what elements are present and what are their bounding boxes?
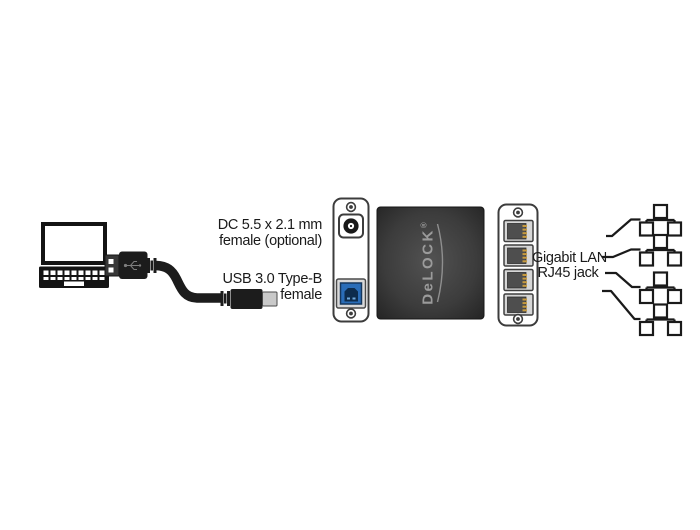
network-icon-3 (638, 271, 683, 305)
laptop-icon (39, 222, 109, 288)
rj45-jack-3 (503, 268, 534, 292)
usb-cable (155, 260, 221, 303)
dc-jack-icon (338, 213, 364, 239)
connector-line-3 (605, 271, 641, 289)
usb-b-plug-icon (220, 289, 278, 309)
usb-b-label-line1: USB 3.0 Type-B (222, 271, 322, 287)
dc-jack-label-line1: DC 5.5 x 2.1 mm (217, 217, 323, 233)
lan-label: Gigabit LAN RJ45 jack (532, 249, 607, 282)
dc-jack-label: DC 5.5 x 2.1 mm female (optional) (180, 217, 323, 249)
screw-icon (512, 207, 524, 218)
network-icon-2 (638, 233, 683, 267)
network-icon-4 (638, 303, 683, 337)
adapter-left-panel (332, 197, 370, 323)
rj45-jack-2 (503, 244, 534, 267)
dc-jack-label-line2: female (optional) (219, 232, 322, 249)
usb-b-label-line2: female (280, 286, 322, 303)
adapter-right-panel (497, 203, 539, 327)
delock-logo-text: DeLOCK (419, 228, 437, 305)
usb-a-plug-icon (104, 251, 157, 279)
connector-line-4 (602, 289, 641, 321)
registered-trademark-icon: ® (419, 222, 429, 229)
lan-label-line1: Gigabit LAN (532, 249, 607, 266)
connector-line-2 (602, 248, 641, 259)
screw-icon (345, 201, 357, 213)
usb-trident-icon (123, 261, 142, 270)
logo-swoosh (436, 223, 444, 303)
lan-label-line2: RJ45 jack (537, 265, 599, 281)
connector-line-1 (606, 218, 641, 238)
adapter-body (376, 206, 485, 320)
usb-b-port-icon (335, 278, 367, 309)
rj45-jack-4 (503, 293, 534, 316)
screw-icon (345, 308, 357, 319)
delock-logo: DeLOCK® (420, 209, 437, 319)
screw-icon (512, 313, 524, 325)
rj45-jack-1 (503, 219, 534, 243)
usb-b-label: USB 3.0 Type-B female (180, 271, 322, 303)
network-icon-1 (638, 203, 683, 237)
